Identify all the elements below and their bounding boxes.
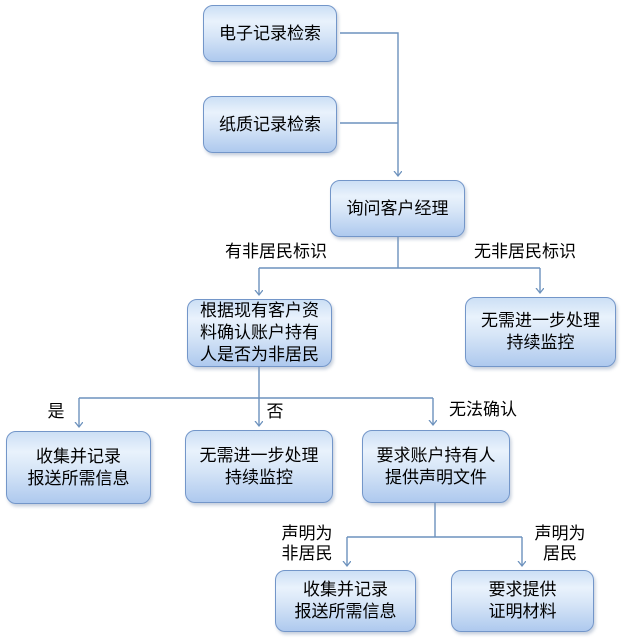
node-electronic-record-search: 电子记录检索 bbox=[203, 5, 337, 62]
node-no-further-processing-1: 无需进一步处理 持续监控 bbox=[465, 297, 616, 367]
node-no-further-processing-2: 无需进一步处理 持续监控 bbox=[185, 430, 333, 503]
node-label: 料确认账户持有 bbox=[200, 323, 319, 343]
node-label: 纸质记录检索 bbox=[219, 114, 321, 135]
edge-label-has-nonresident-flag: 有非居民标识 bbox=[225, 242, 327, 262]
node-label: 无需进一步处理 bbox=[481, 311, 600, 331]
node-label: 提供声明文件 bbox=[385, 467, 487, 488]
node-label: 报送所需信息 bbox=[294, 602, 397, 622]
edge-label-line: 非居民 bbox=[281, 544, 333, 564]
node-label: 无需进一步处理 bbox=[199, 445, 319, 466]
node-label: 持续监控 bbox=[506, 333, 575, 353]
node-label: 要求提供 bbox=[488, 580, 557, 600]
node-label: 根据现有客户资 bbox=[200, 301, 319, 321]
node-label: 要求账户持有人 bbox=[376, 445, 496, 466]
node-confirm-if-nonresident: 根据现有客户资 料确认账户持有 人是否为非居民 bbox=[187, 299, 332, 367]
node-label: 收集并记录 bbox=[36, 446, 121, 467]
edge-label-line: 居民 bbox=[543, 544, 577, 564]
node-require-declaration: 要求账户持有人 提供声明文件 bbox=[362, 430, 510, 503]
edge-label-yes: 是 bbox=[47, 402, 65, 422]
edge-label-no: 否 bbox=[266, 402, 284, 422]
edge-label-declared-resident: 声明为 居民 bbox=[532, 524, 588, 564]
node-paper-record-search: 纸质记录检索 bbox=[203, 96, 337, 153]
node-label: 报送所需信息 bbox=[27, 468, 130, 489]
node-label: 收集并记录 bbox=[303, 580, 388, 600]
node-label: 证明材料 bbox=[488, 602, 557, 622]
node-require-proof-materials: 要求提供 证明材料 bbox=[451, 570, 594, 632]
node-collect-record-info-2: 收集并记录 报送所需信息 bbox=[275, 570, 416, 632]
edge-label-line: 声明为 bbox=[534, 524, 586, 544]
node-collect-record-info-1: 收集并记录 报送所需信息 bbox=[6, 431, 151, 504]
node-label: 人是否为非居民 bbox=[200, 345, 319, 365]
edge-label-no-nonresident-flag: 无非居民标识 bbox=[474, 242, 576, 262]
node-label: 持续监控 bbox=[225, 467, 293, 488]
node-ask-account-manager: 询问客户经理 bbox=[330, 180, 465, 237]
edge-electronic-to-ask bbox=[340, 32, 398, 176]
edge-label-cannot-confirm: 无法确认 bbox=[449, 400, 517, 420]
node-label: 询问客户经理 bbox=[346, 198, 449, 219]
node-label: 电子记录检索 bbox=[219, 23, 321, 44]
edge-label-declared-nonresident: 声明为 非居民 bbox=[279, 524, 335, 564]
edge-label-line: 声明为 bbox=[281, 524, 333, 544]
